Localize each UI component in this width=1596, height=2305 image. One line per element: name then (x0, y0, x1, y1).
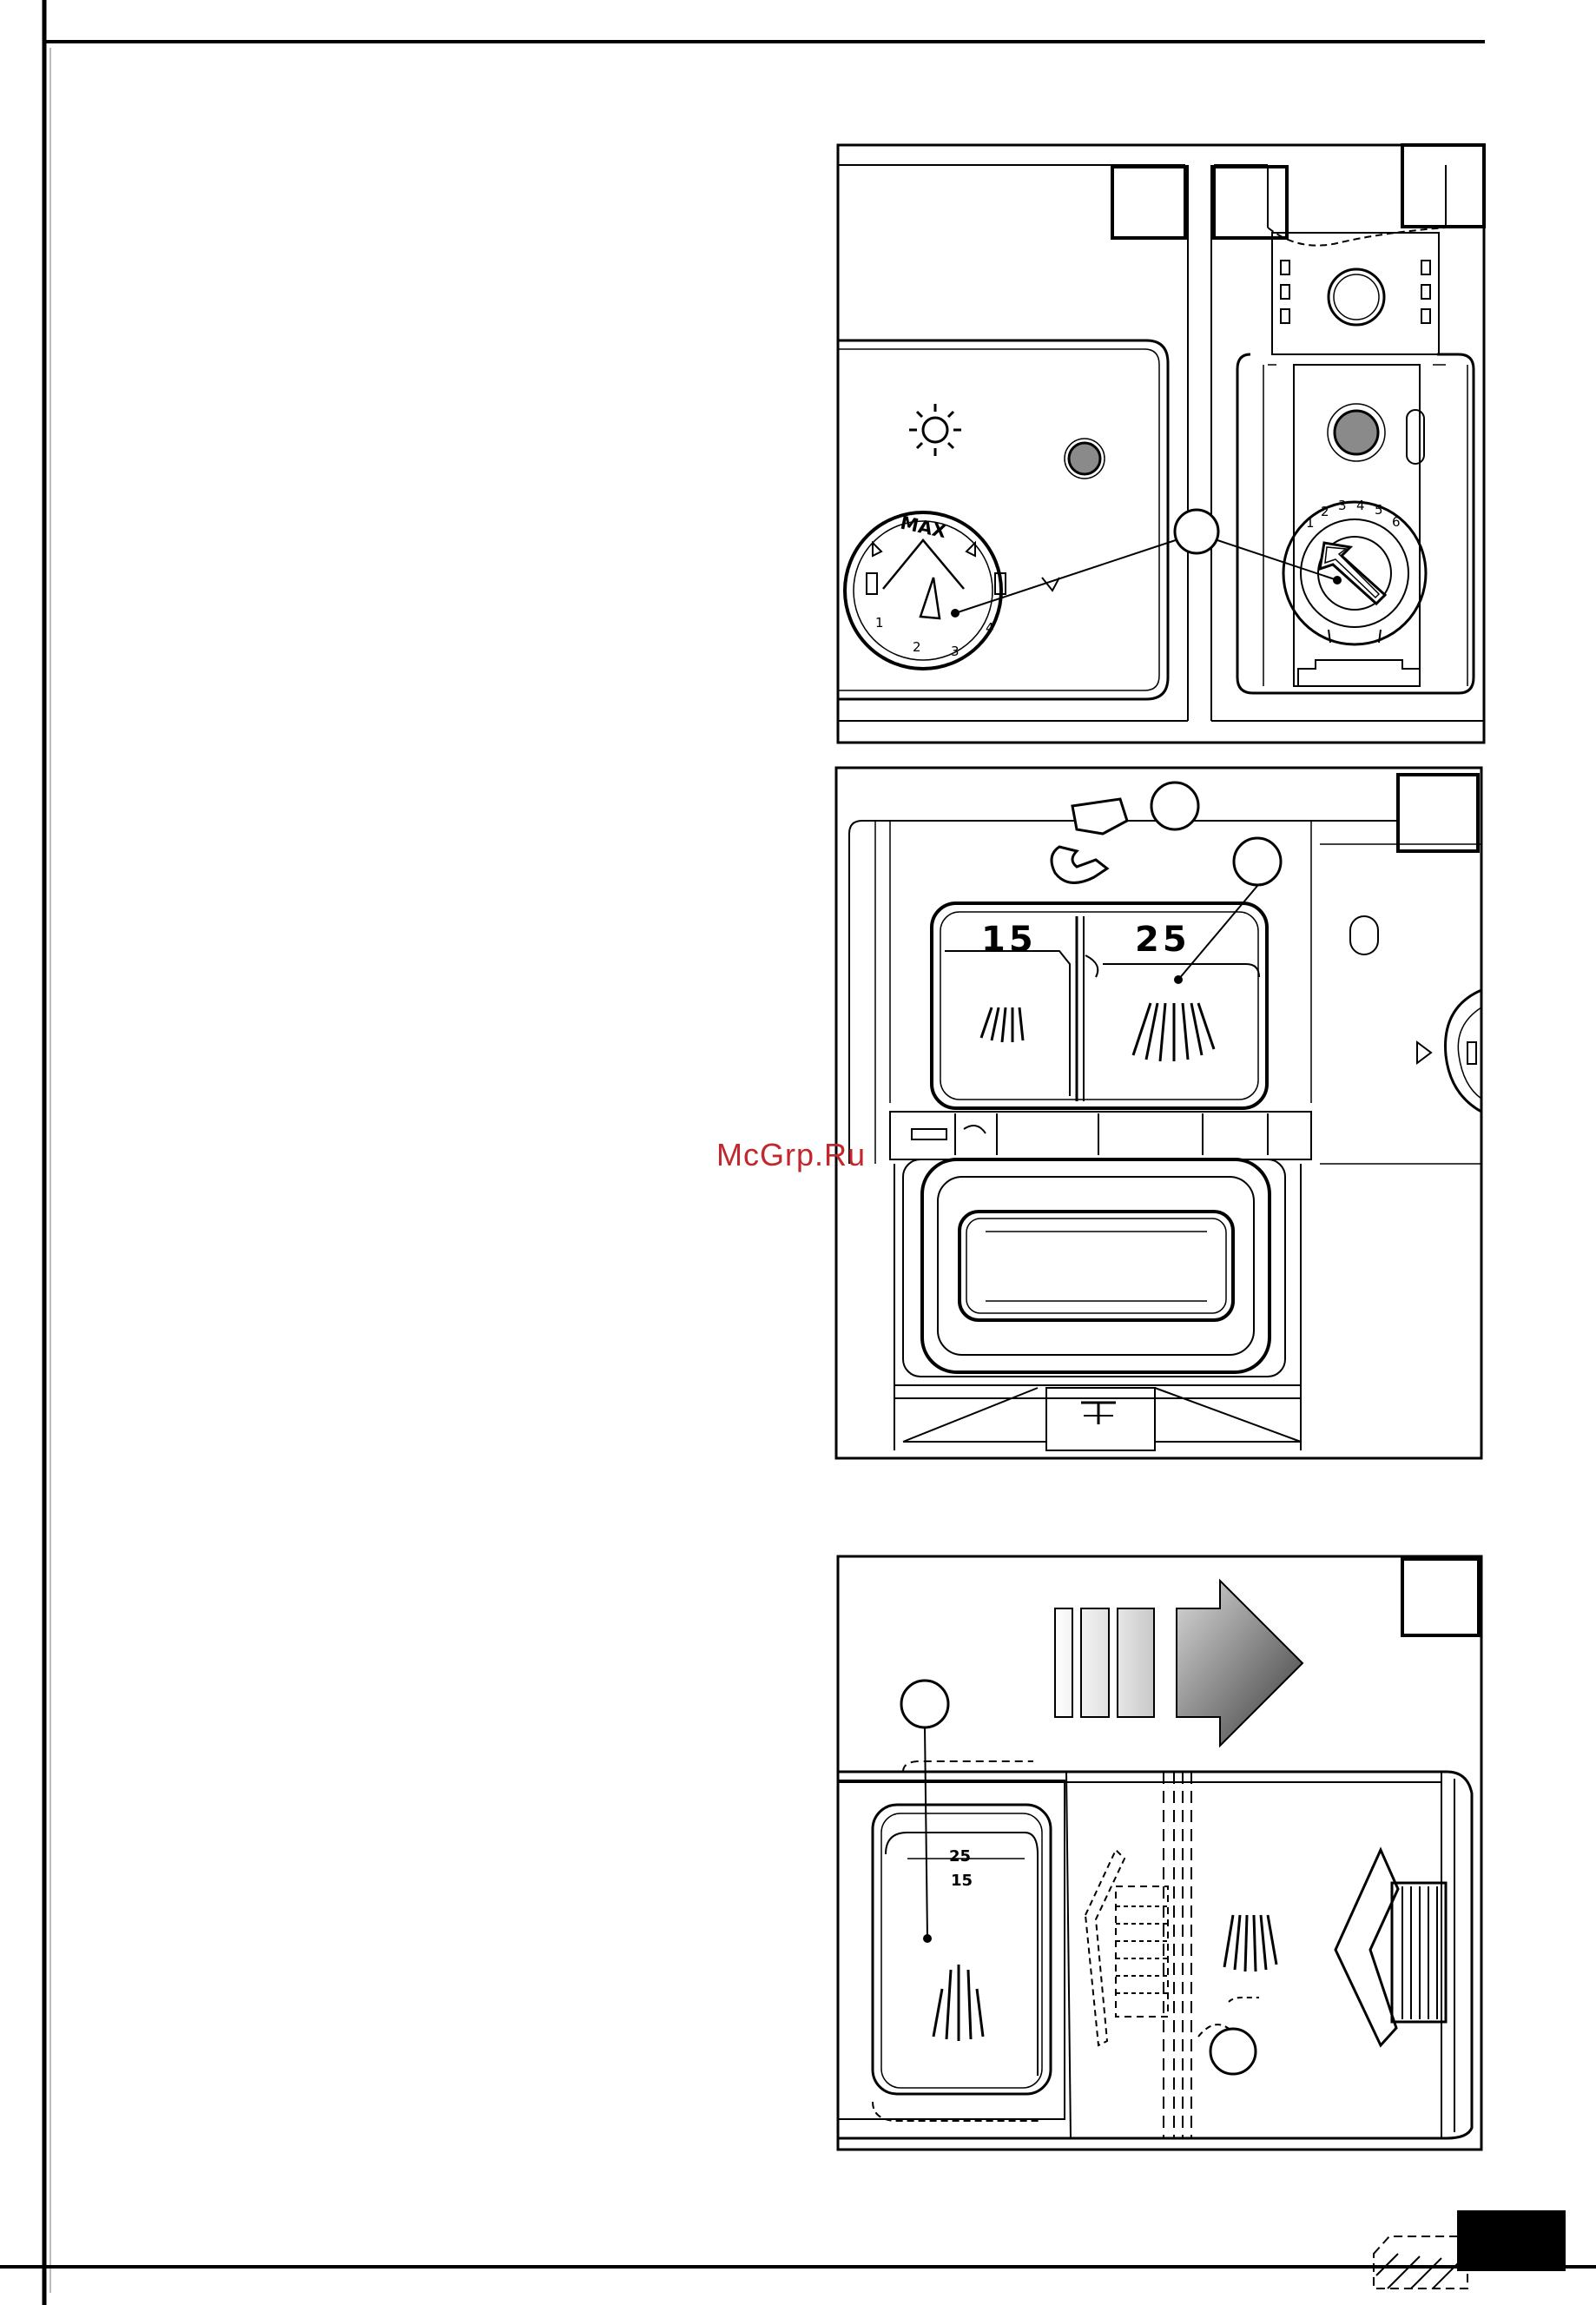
dial-scale-5: 5 (1375, 502, 1383, 518)
dial-scale-4: 4 (986, 620, 994, 636)
dial-scale-4: 4 (1356, 498, 1365, 513)
figure-middle-labels: 15 25 (981, 920, 1190, 960)
watermark-text: McGrp.Ru (716, 1137, 866, 1172)
figure-middle-panel (836, 768, 1481, 1458)
callout-circle (901, 1681, 948, 1727)
figure-label-box (1402, 1559, 1479, 1635)
sun-icon (909, 404, 961, 456)
dispenser-lid (890, 1112, 1311, 1450)
callout-circle (1234, 838, 1281, 885)
dial-scale-1: 1 (1306, 515, 1315, 531)
dial-scale-6: 6 (1392, 514, 1401, 530)
slider-mechanism (1085, 1772, 1446, 2138)
dose-label-25: 25 (949, 1847, 971, 1866)
dial-scale-1: 1 (875, 615, 884, 631)
figure-label-box (1214, 167, 1287, 238)
lid-latch (1072, 799, 1127, 834)
dial-max-label: MAX (899, 512, 948, 543)
dose-mark-icon (933, 1965, 983, 2041)
figure-label-box (1398, 775, 1478, 851)
dose-mark-icon (1133, 1003, 1214, 1061)
dose-label-15: 15 (981, 920, 1037, 960)
rinse-aid-dial-housing (838, 340, 1168, 699)
rinse-aid-cup (838, 1772, 1071, 2138)
callout-circle (1151, 783, 1198, 829)
softener-dial (1283, 502, 1426, 644)
dial-scale-3: 3 (951, 644, 960, 659)
dose-label-15: 15 (951, 1872, 973, 1890)
figure-label-box (1402, 145, 1484, 227)
dial-scale-2: 2 (1321, 504, 1329, 519)
callout-circle (1175, 510, 1218, 553)
indicator-light (1335, 411, 1378, 454)
figure-bottom-labels: 25 15 (949, 1847, 973, 1890)
page-number-marker (1374, 2210, 1566, 2288)
dose-mark-icon (1224, 1915, 1276, 1971)
callout-circle (1210, 2029, 1256, 2074)
dose-label-25: 25 (1135, 920, 1190, 960)
slide-direction-arrow-icon (1055, 1581, 1303, 1746)
dose-mark-icon (981, 1007, 1023, 1042)
figure-bottom-panel (838, 1556, 1481, 2150)
figure-label-box (1112, 167, 1185, 238)
dial-scale-3: 3 (1338, 498, 1347, 513)
indicator-light (1069, 443, 1100, 474)
figure-top-panel (838, 145, 1484, 743)
dial-scale-2: 2 (913, 639, 921, 655)
softener-dial-housing (1237, 165, 1474, 693)
